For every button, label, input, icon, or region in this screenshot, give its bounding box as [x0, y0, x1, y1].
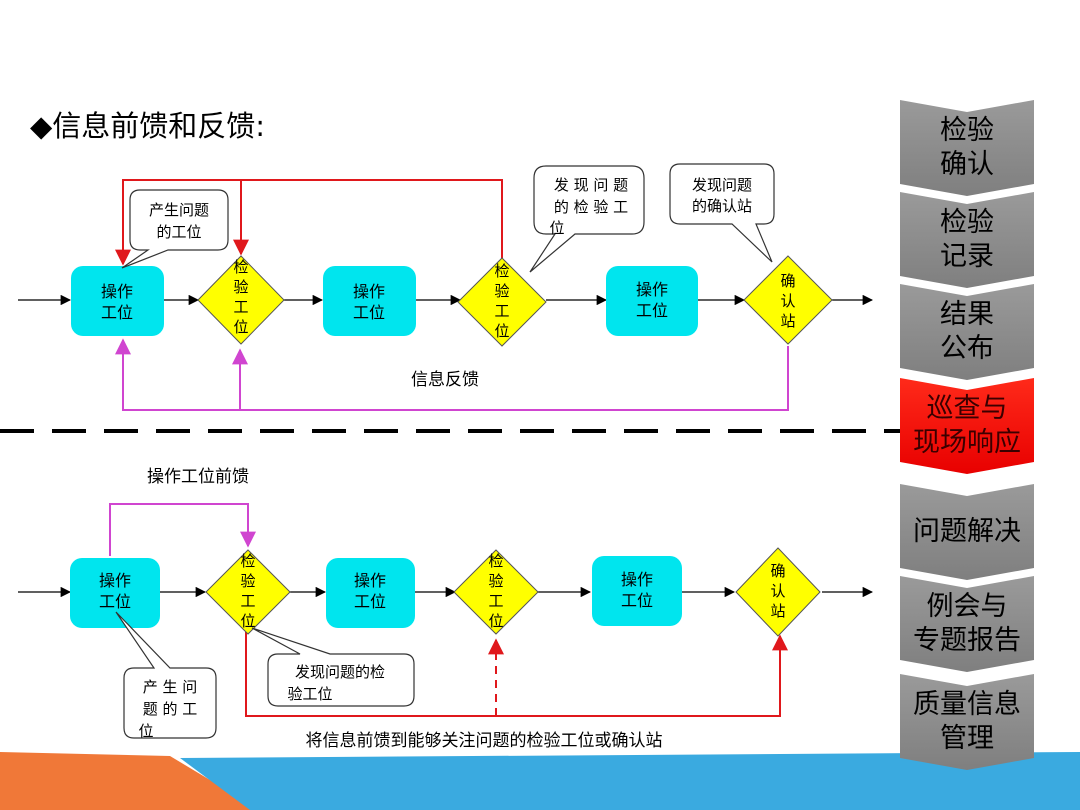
menu-item-meeting-report[interactable]: 例会与 专题报告 — [900, 576, 1034, 672]
svg-text:验: 验 — [233, 278, 248, 296]
bottom-callout-found-inspect: 发现问题的检 验工位 — [251, 627, 415, 707]
svg-text:工: 工 — [488, 592, 503, 610]
top-callout-found-confirm: 发现问题 的确认站 — [669, 163, 775, 263]
svg-text:确: 确 — [780, 272, 795, 290]
svg-text:操作: 操作 — [636, 280, 668, 299]
menu-item-inspection-record[interactable]: 检验 记录 — [900, 192, 1034, 288]
bottom-decorative-band — [0, 752, 1080, 810]
svg-text:验: 验 — [488, 572, 503, 590]
svg-text:位: 位 — [233, 318, 248, 336]
svg-text:的确认站: 的确认站 — [692, 197, 752, 215]
menu-item-result-publish[interactable]: 结果 公布 — [900, 284, 1034, 380]
svg-text:认: 认 — [780, 292, 795, 310]
svg-text:工位: 工位 — [636, 301, 668, 320]
svg-text:发现问题: 发现问题 — [692, 176, 752, 194]
svg-text:工位: 工位 — [354, 592, 386, 611]
svg-text:工位: 工位 — [353, 303, 385, 322]
svg-text:检: 检 — [494, 262, 509, 280]
menu-item-quality-info[interactable]: 质量信息 管理 — [900, 674, 1034, 770]
svg-text:工位: 工位 — [99, 592, 131, 611]
slide-heading: ◆信息前馈和反馈: — [30, 109, 265, 143]
top-callout-found-inspect: 发 现 问 题 的 检 验 工 位 — [529, 165, 645, 273]
svg-text:工: 工 — [233, 298, 248, 316]
svg-text:工位: 工位 — [101, 303, 133, 322]
svg-text:验: 验 — [494, 282, 509, 300]
svg-text:位: 位 — [138, 722, 153, 740]
svg-text:工: 工 — [494, 302, 509, 320]
svg-text:站: 站 — [770, 602, 785, 620]
menu-item-patrol-response[interactable]: 巡查与 现场响应 — [900, 378, 1034, 474]
bottom-inspect-station-2: 检 验 工 位 — [453, 549, 539, 635]
svg-text:发现问题的检: 发现问题的检 — [295, 663, 385, 681]
svg-text:站: 站 — [780, 312, 795, 330]
svg-text:验工位: 验工位 — [287, 685, 332, 703]
svg-text:工: 工 — [240, 592, 255, 610]
bottom-op-station-3: 操作 工位 — [592, 556, 682, 626]
menu-item-inspection-confirm[interactable]: 检验 确认 — [900, 100, 1034, 196]
red-feedback-path — [115, 179, 503, 266]
feedback-label: 信息反馈 — [411, 370, 479, 390]
svg-text:位: 位 — [494, 322, 509, 340]
bottom-op-station-1: 操作 工位 — [70, 558, 160, 628]
svg-text:检: 检 — [233, 258, 248, 276]
magenta-feedback-path — [115, 338, 789, 411]
red-feedforward-path — [245, 632, 788, 717]
top-op-station-3: 操作 工位 — [606, 266, 698, 336]
top-op-station-1: 操作 工位 — [71, 266, 164, 336]
top-op-station-2: 操作 工位 — [323, 266, 416, 336]
svg-text:发 现 问 题: 发 现 问 题 — [554, 176, 628, 194]
magenta-feedforward-path — [109, 503, 256, 556]
svg-text:题 的 工: 题 的 工 — [143, 700, 198, 718]
bottom-confirm-station: 确 认 站 — [735, 547, 821, 637]
svg-text:操作: 操作 — [353, 282, 385, 301]
top-confirm-station: 确 认 站 — [743, 255, 833, 345]
svg-text:工位: 工位 — [621, 591, 653, 610]
svg-text:验: 验 — [240, 572, 255, 590]
svg-text:操作: 操作 — [99, 571, 131, 590]
menu-item-problem-solving[interactable]: 问题解决 — [900, 484, 1034, 580]
feedforward-label: 操作工位前馈 — [147, 467, 249, 487]
side-navigation: 检验 确认 检验 记录 结果 公布 巡查与 现场响应 问题解决 例会与 专题报告… — [900, 100, 1035, 776]
svg-text:检: 检 — [488, 552, 503, 570]
top-inspect-station-1: 检 验 工 位 — [197, 255, 285, 345]
svg-text:认: 认 — [770, 582, 785, 600]
svg-text:的 检 验 工: 的 检 验 工 — [554, 198, 628, 216]
svg-text:位: 位 — [240, 612, 255, 630]
bottom-callout-problem-station: 产 生 问 题 的 工 位 — [115, 611, 217, 740]
svg-text:确: 确 — [770, 562, 785, 580]
svg-text:位: 位 — [488, 612, 503, 630]
bottom-op-station-2: 操作 工位 — [326, 558, 415, 628]
svg-text:操作: 操作 — [354, 571, 386, 590]
top-callout-problem-station: 产生问题 的工位 — [121, 189, 229, 269]
svg-text:检: 检 — [240, 552, 255, 570]
svg-text:位: 位 — [549, 219, 564, 237]
svg-text:的工位: 的工位 — [156, 223, 201, 241]
bottom-inspect-station-1: 检 验 工 位 — [205, 549, 291, 635]
svg-text:产 生 问: 产 生 问 — [143, 678, 198, 696]
svg-text:操作: 操作 — [101, 282, 133, 301]
feedforward-note: 将信息前馈到能够关注问题的检验工位或确认站 — [306, 731, 663, 751]
svg-text:操作: 操作 — [621, 570, 653, 589]
top-inspect-station-2: 检 验 工 位 — [457, 257, 547, 347]
svg-text:产生问题: 产生问题 — [149, 201, 209, 219]
